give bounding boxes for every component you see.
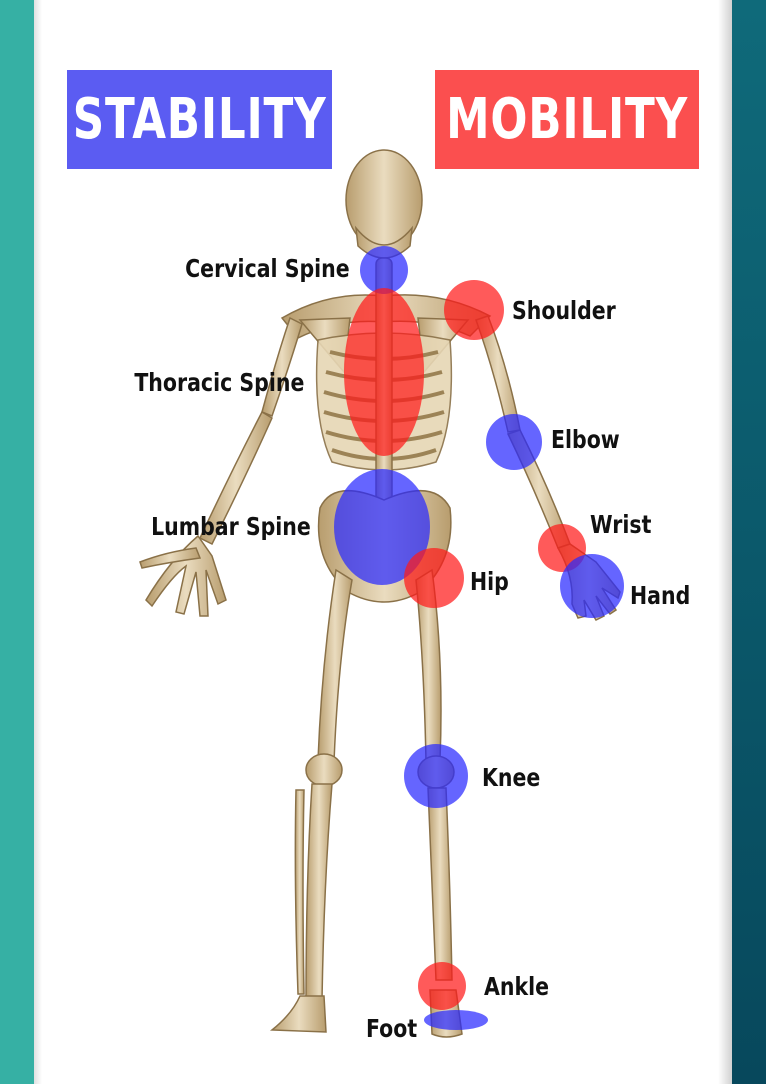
- elbow-marker: [486, 414, 542, 470]
- label-cervical-spine: Cervical Spine: [185, 254, 350, 283]
- ankle-marker: [418, 962, 466, 1010]
- cervical-spine-marker: [360, 246, 408, 294]
- stability-banner: STABILITY: [67, 70, 332, 169]
- right-border-shadow: [718, 0, 732, 1084]
- label-ankle: Ankle: [484, 972, 550, 1001]
- left-thumb: [139, 547, 202, 569]
- thoracic-spine-marker: [344, 288, 424, 456]
- left-forearm: [199, 410, 273, 546]
- foot-marker: [424, 1010, 488, 1030]
- label-lumbar-spine: Lumbar Spine: [151, 512, 311, 541]
- mobility-banner: MOBILITY: [435, 70, 699, 169]
- left-fibula: [294, 789, 305, 995]
- label-thoracic-spine: Thoracic Spine: [133, 368, 304, 397]
- shoulder-marker: [444, 280, 504, 340]
- label-foot: Foot: [366, 1014, 418, 1043]
- left-hand: [145, 534, 227, 617]
- knee-marker: [404, 744, 468, 808]
- hand-marker: [560, 554, 624, 618]
- mobility-banner-text: MOBILITY: [446, 87, 688, 152]
- hip-marker: [404, 548, 464, 608]
- left-border: [0, 0, 34, 1084]
- stability-banner-text: STABILITY: [72, 87, 327, 152]
- label-shoulder: Shoulder: [512, 296, 616, 325]
- right-shin: [427, 787, 453, 981]
- right-border: [732, 0, 766, 1084]
- left-femur: [317, 568, 353, 763]
- left-shin: [305, 783, 333, 1001]
- left-foot: [269, 995, 327, 1033]
- joint-markers: [334, 246, 624, 1030]
- lumbar-spine-marker: [334, 469, 430, 585]
- label-hip: Hip: [470, 567, 509, 596]
- label-wrist: Wrist: [590, 510, 652, 539]
- label-elbow: Elbow: [551, 425, 620, 454]
- left-border-shadow: [34, 0, 42, 1084]
- label-hand: Hand: [630, 581, 691, 610]
- left-knee-cap: [305, 753, 343, 787]
- label-knee: Knee: [482, 763, 541, 792]
- left-upper-arm: [261, 316, 303, 417]
